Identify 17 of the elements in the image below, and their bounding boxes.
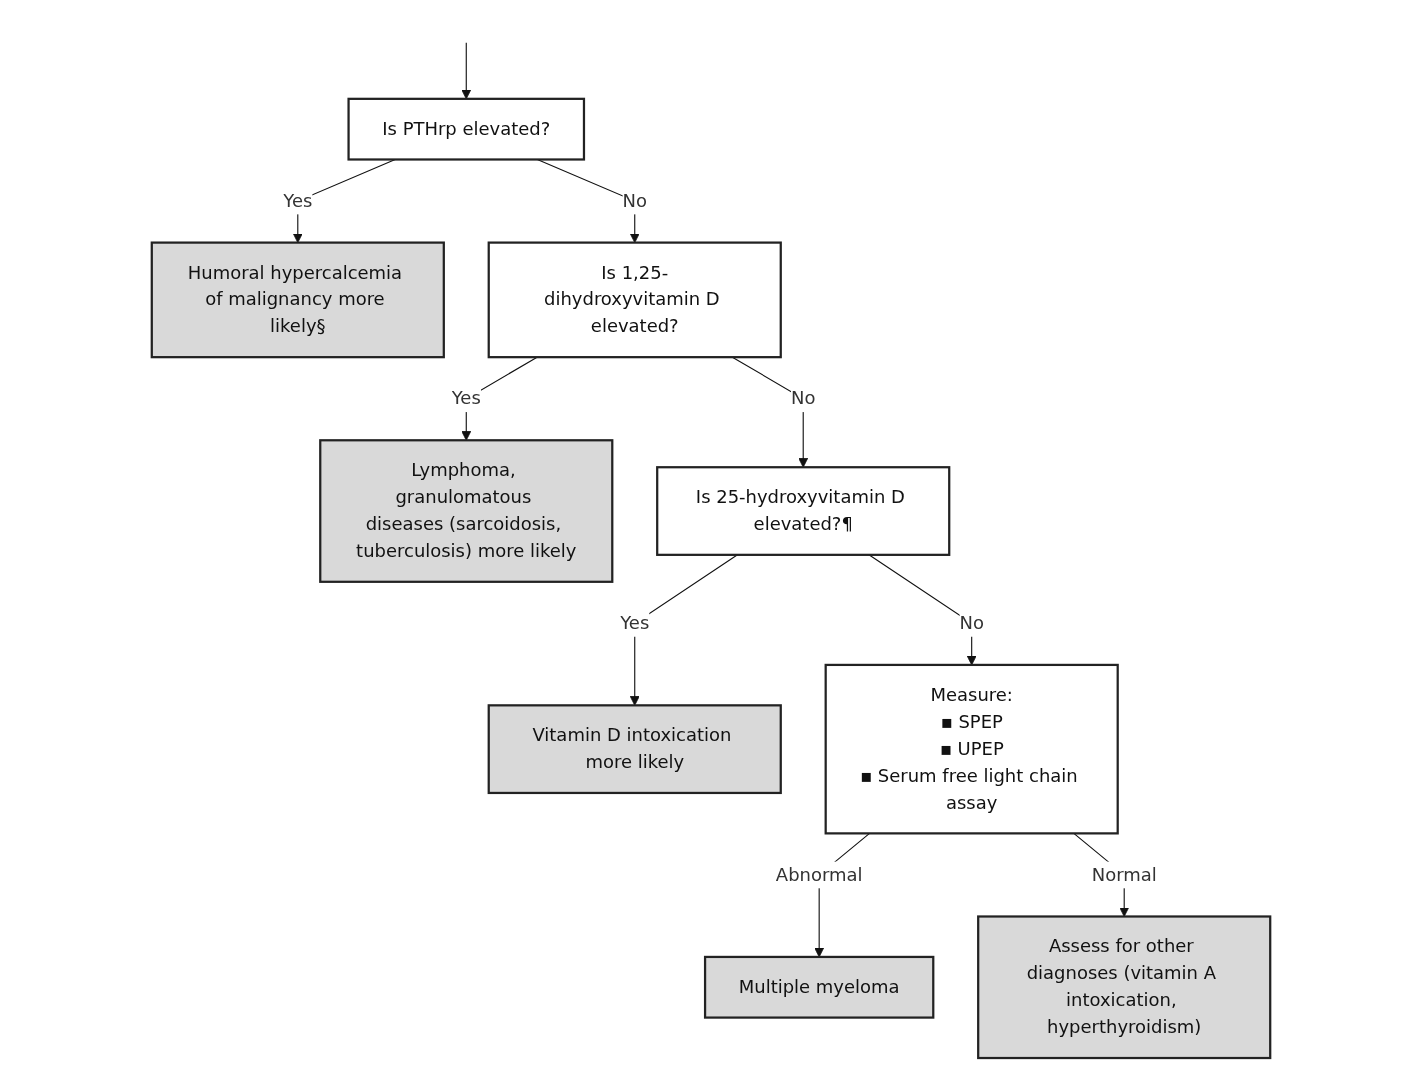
edge-label: No (959, 612, 984, 634)
node-box: Is 1,25-dihydroxyvitamin D elevated? (487, 241, 782, 359)
edge-label: Normal (1091, 863, 1157, 886)
node-box: Assess for other diagnoses (vitamin A intoxication, hyperthyroidism) (977, 915, 1272, 1060)
edge-label: Abnormal (775, 863, 863, 886)
edge-label: Yes (620, 612, 650, 634)
node-box: Multiple myeloma (703, 955, 935, 1019)
edge-label: No (622, 189, 647, 212)
node-box: Is 25-hydroxyvitamin D elevated?¶ (656, 466, 951, 556)
edge-label: Yes (283, 189, 313, 212)
edge-label: Yes (451, 387, 481, 409)
edge-label: No (790, 387, 816, 409)
node-box: Humoral hypercalcemia of malignancy more likely§ (150, 241, 445, 359)
node-box: Is PTHrp elevated? (347, 97, 586, 161)
node-box: Measure: ▪ SPEP ▪ UPEP ▪ Serum free light chain assay (824, 663, 1119, 835)
node-box: Lymphoma, granulomatous diseases (sarcoidosis, tuberculosis) more likely (319, 439, 614, 583)
node-box: Vitamin D intoxication more likely (487, 704, 782, 795)
